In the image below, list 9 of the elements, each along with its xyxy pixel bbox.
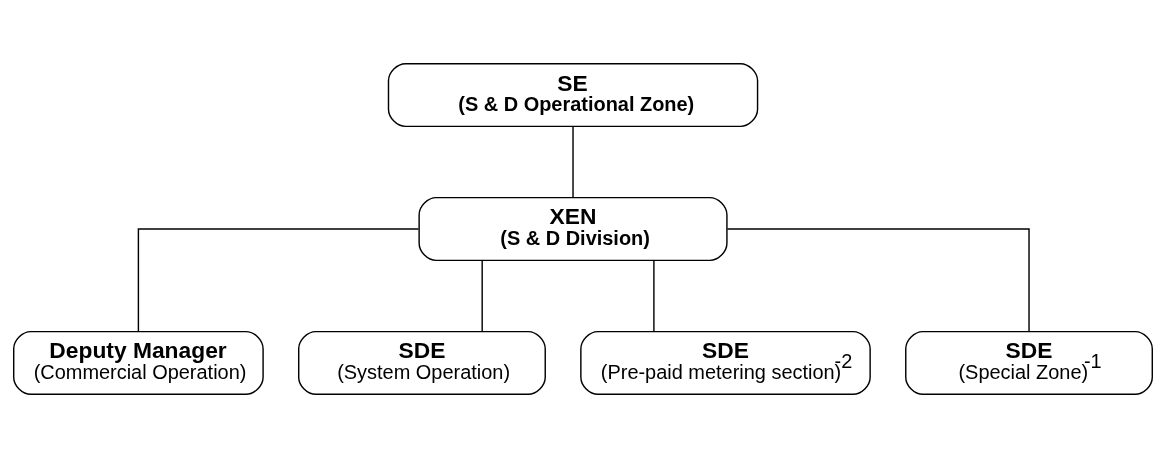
node-box: SE (S & D Operational Zone) bbox=[387, 63, 759, 128]
node-box: Deputy Manager (Commercial Operation) bbox=[13, 330, 264, 395]
connector bbox=[481, 260, 483, 333]
connector bbox=[726, 228, 1030, 332]
connector bbox=[572, 126, 574, 199]
node-box: SDE (System Operation) bbox=[298, 330, 546, 395]
connector bbox=[137, 228, 420, 332]
connector bbox=[653, 260, 655, 333]
node-box: XEN (S & D Division) bbox=[418, 196, 728, 262]
